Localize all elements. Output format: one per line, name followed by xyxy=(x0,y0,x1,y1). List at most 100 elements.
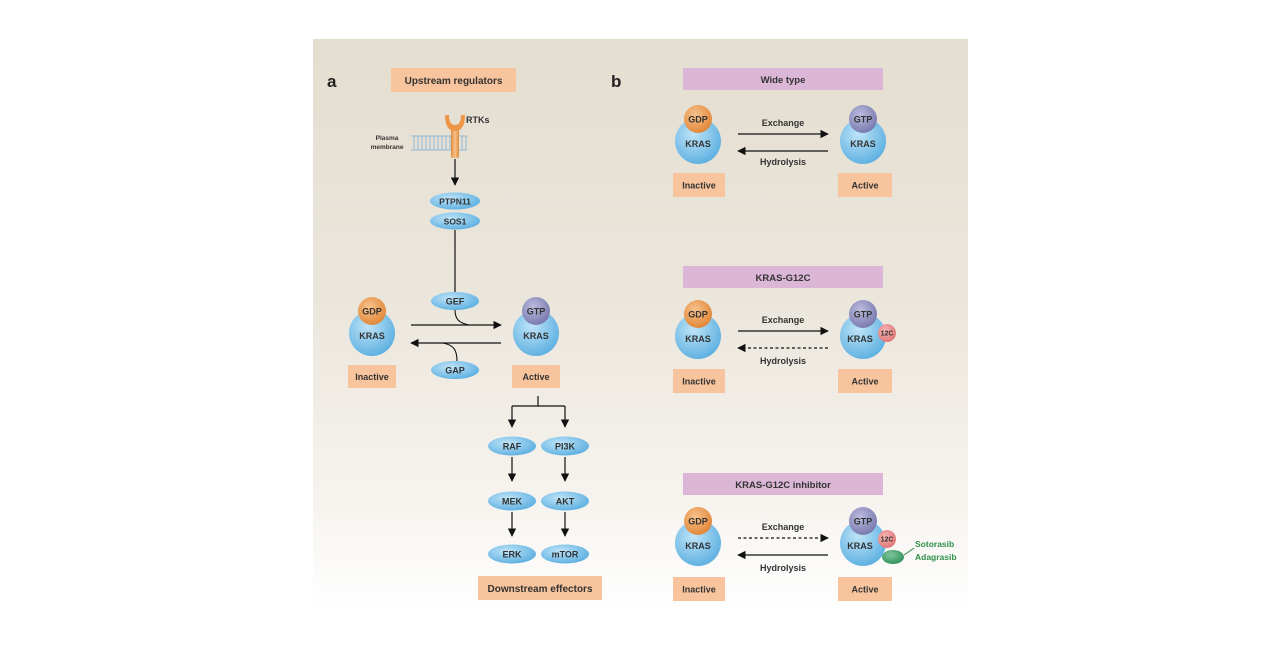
erk-oval xyxy=(488,544,536,564)
gap-curve xyxy=(442,342,458,362)
active-label: Active xyxy=(851,377,878,387)
kras-active-label: KRAS xyxy=(523,331,549,341)
gdp-ball xyxy=(358,297,386,325)
kras-active-oval xyxy=(840,313,886,359)
panel-a-label: a xyxy=(327,72,337,91)
mutation-12c-badge xyxy=(878,530,896,548)
ptpn11-label: PTPN11 xyxy=(439,197,471,207)
gef-label: GEF xyxy=(446,297,465,307)
panel-b-label: b xyxy=(611,72,621,91)
kras-inactive-oval xyxy=(349,310,395,356)
kras-g12c-row: KRAS-G12C GDP KRAS GTP KRAS 12C Exchange… xyxy=(673,266,896,393)
branch-connector xyxy=(512,396,565,407)
kras-g12c-inhibitor-title: KRAS-G12C inhibitor xyxy=(735,480,831,491)
wild-type-title: Wide type xyxy=(761,75,806,86)
panel-b: b Wide type GDP KRAS GTP KRAS Exchange H… xyxy=(611,68,957,601)
downstream-effectors-box xyxy=(478,576,602,600)
gtp-label: GTP xyxy=(854,310,873,320)
kras-label: KRAS xyxy=(685,334,711,344)
rtk-receptor-icon xyxy=(445,115,465,158)
exchange-label: Exchange xyxy=(762,522,805,532)
sotorasib-label: Sotorasib xyxy=(915,539,954,549)
inactive-label: Inactive xyxy=(682,181,716,191)
kras-label: KRAS xyxy=(847,541,873,551)
raf-oval xyxy=(488,436,536,456)
akt-oval xyxy=(541,491,589,511)
hydrolysis-label: Hydrolysis xyxy=(760,157,806,167)
kras-figure: a Upstream regulators Plasma membrane RT… xyxy=(313,39,968,610)
kras-label: KRAS xyxy=(850,139,876,149)
kras-label: KRAS xyxy=(685,139,711,149)
kras-inactive-oval xyxy=(675,520,721,566)
gef-oval xyxy=(431,292,479,310)
sos1-oval xyxy=(430,212,480,230)
active-label: Active xyxy=(522,372,549,382)
kras-g12c-inhibitor-title-box xyxy=(683,473,883,495)
drug-pointer-line xyxy=(903,547,915,556)
kras-inactive-label: KRAS xyxy=(359,331,385,341)
gtp-ball xyxy=(522,297,550,325)
active-label: Active xyxy=(851,585,878,595)
adagrasib-label: Adagrasib xyxy=(915,552,957,562)
active-box xyxy=(838,369,892,393)
mtor-oval xyxy=(541,544,589,564)
raf-label: RAF xyxy=(503,442,522,452)
gtp-label: GTP xyxy=(854,115,873,125)
exchange-label: Exchange xyxy=(762,118,805,128)
upstream-regulators-box xyxy=(391,68,516,92)
pi3k-label: PI3K xyxy=(555,442,576,452)
active-box xyxy=(838,173,892,197)
gtp-label: GTP xyxy=(854,517,873,527)
inactive-label: Inactive xyxy=(682,585,716,595)
exchange-label: Exchange xyxy=(762,315,805,325)
mek-label: MEK xyxy=(502,497,523,507)
active-box xyxy=(512,365,560,388)
rtks-label: RTKs xyxy=(466,115,490,125)
gtp-ball xyxy=(849,105,877,133)
kras-g12c-inhibitor-row: KRAS-G12C inhibitor GDP KRAS GTP KRAS 12… xyxy=(673,473,957,601)
hydrolysis-label: Hydrolysis xyxy=(760,563,806,573)
downstream-effectors-label: Downstream effectors xyxy=(487,584,592,595)
gdp-ball xyxy=(684,300,712,328)
kras-inactive-oval xyxy=(675,118,721,164)
upstream-regulators-label: Upstream regulators xyxy=(405,76,503,87)
kras-label: KRAS xyxy=(847,334,873,344)
inactive-box xyxy=(673,369,725,393)
gap-label: GAP xyxy=(445,366,465,376)
panel-a: a Upstream regulators Plasma membrane RT… xyxy=(327,68,602,600)
gtp-ball xyxy=(849,507,877,535)
mek-oval xyxy=(488,491,536,511)
mtor-label: mTOR xyxy=(552,550,579,560)
ptpn11-oval xyxy=(430,192,480,210)
gdp-label: GDP xyxy=(362,307,382,317)
mutation-12c-label: 12C xyxy=(881,537,894,544)
gdp-label: GDP xyxy=(688,310,708,320)
sos1-label: SOS1 xyxy=(444,217,467,227)
kras-g12c-title: KRAS-G12C xyxy=(756,273,811,284)
inactive-box xyxy=(673,173,725,197)
erk-label: ERK xyxy=(502,550,522,560)
kras-inactive-oval xyxy=(675,313,721,359)
gdp-ball xyxy=(684,105,712,133)
wild-type-title-box xyxy=(683,68,883,90)
kras-active-oval xyxy=(840,520,886,566)
inactive-box xyxy=(348,365,396,388)
inhibitor-drug-blob xyxy=(882,550,904,564)
gdp-label: GDP xyxy=(688,517,708,527)
plasma-membrane-label-2: membrane xyxy=(371,144,404,151)
gtp-label: GTP xyxy=(527,307,546,317)
inactive-box xyxy=(673,577,725,601)
kras-active-oval xyxy=(840,118,886,164)
gtp-ball xyxy=(849,300,877,328)
kras-diagram: a Upstream regulators Plasma membrane RT… xyxy=(327,68,957,601)
kras-active-oval xyxy=(513,310,559,356)
plasma-membrane-label-1: Plasma xyxy=(376,135,399,142)
inactive-label: Inactive xyxy=(355,372,389,382)
active-box xyxy=(838,577,892,601)
gef-curve xyxy=(454,309,470,326)
wild-type-row: Wide type GDP KRAS GTP KRAS Exchange Hyd… xyxy=(673,68,892,197)
active-label: Active xyxy=(851,181,878,191)
gdp-label: GDP xyxy=(688,115,708,125)
mutation-12c-label: 12C xyxy=(881,331,894,338)
kras-label: KRAS xyxy=(685,541,711,551)
